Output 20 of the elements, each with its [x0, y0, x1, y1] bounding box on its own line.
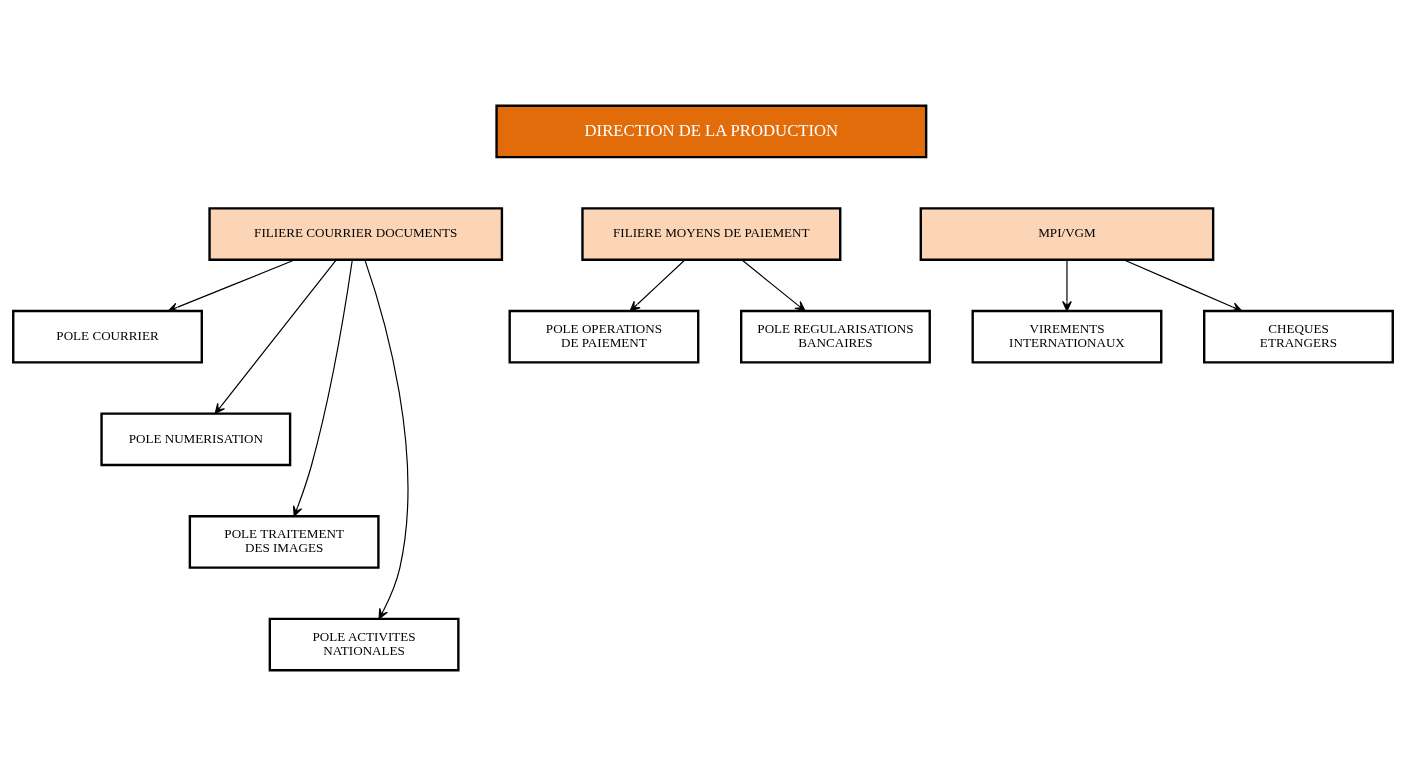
node-box: CHEQUES ETRANGERS [1203, 309, 1394, 364]
node-box: POLE TRAITEMENT DES IMAGES [188, 515, 380, 569]
node-box: POLE NUMERISATION [100, 412, 292, 467]
arrow [629, 259, 686, 312]
arrow [741, 259, 806, 312]
node-box: VIREMENTS INTERNATIONAUX [971, 309, 1163, 364]
node-box: FILIERE MOYENS DE PAIEMENT [581, 207, 842, 261]
arrow [292, 259, 353, 517]
arrow [1062, 259, 1072, 312]
arrow [1123, 259, 1243, 312]
arrow [167, 259, 296, 312]
node-box: POLE COURRIER [12, 309, 203, 364]
arrow [364, 259, 409, 620]
node-box: DIRECTION DE LA PRODUCTION [495, 104, 928, 159]
arrow [214, 259, 338, 415]
node-box: POLE REGULARISATIONS BANCAIRES [740, 309, 931, 364]
node-box: POLE ACTIVITES NATIONALES [268, 617, 460, 672]
node-box: MPI/VGM [919, 207, 1215, 261]
node-box: FILIERE COURRIER DOCUMENTS [208, 207, 504, 261]
node-box: POLE OPERATIONS DE PAIEMENT [508, 309, 700, 364]
